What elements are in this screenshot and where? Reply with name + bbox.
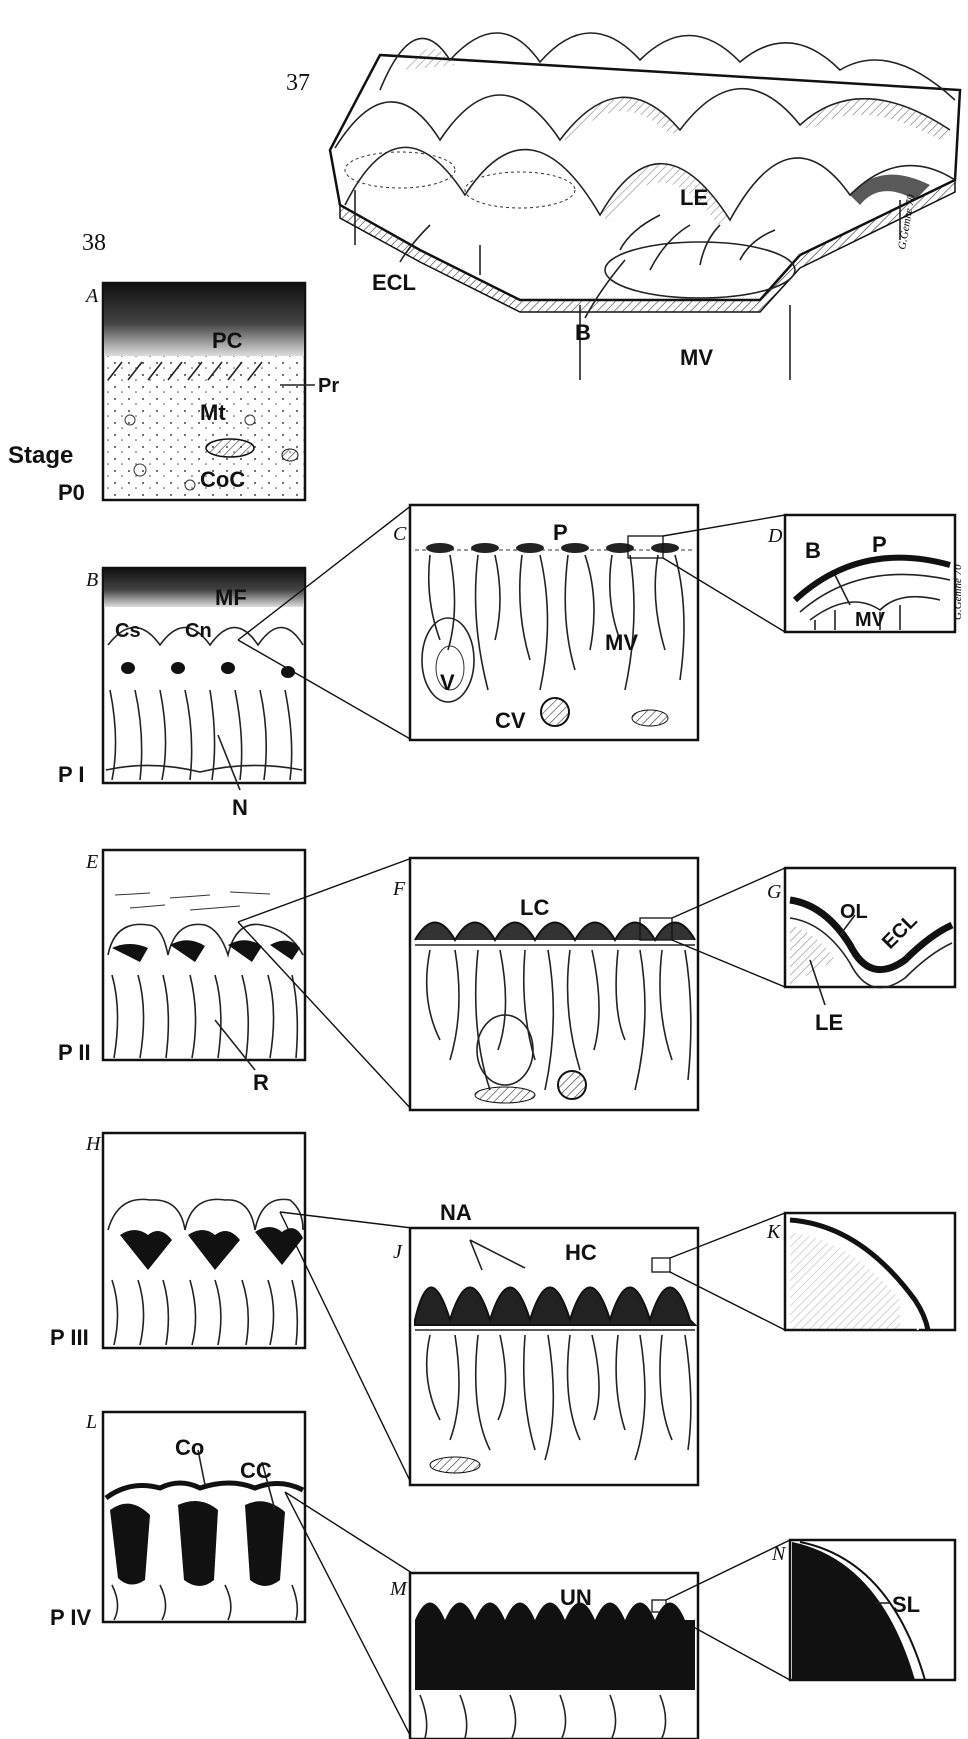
label-mv-c: MV (605, 630, 638, 655)
label-v: V (440, 670, 455, 695)
label-b-fig37: B (575, 320, 591, 345)
label-hc: HC (565, 1240, 597, 1265)
panel-letter-l: L (85, 1411, 97, 1433)
label-le-fig37: LE (680, 185, 708, 210)
label-r: R (253, 1070, 269, 1095)
panel-n (790, 1540, 955, 1680)
panel-letter-g: G (767, 881, 782, 903)
label-p-d: P (872, 532, 887, 557)
label-cc: CC (240, 1458, 272, 1483)
label-le-g: LE (815, 1010, 843, 1035)
label-co: Co (175, 1435, 204, 1460)
panel-letter-c: C (393, 523, 407, 545)
figure-38-number: 38 (82, 230, 106, 256)
label-p-c: P (553, 520, 568, 545)
label-cs: Cs (115, 620, 141, 642)
panel-e (103, 850, 305, 1070)
panel-k (785, 1213, 955, 1330)
figure-37-number: 37 (286, 70, 310, 96)
panel-m (410, 1573, 698, 1739)
label-mt: Mt (200, 400, 226, 425)
label-sl: SL (892, 1592, 920, 1617)
label-pr: Pr (318, 375, 339, 397)
label-cv: CV (495, 708, 526, 733)
panel-letter-k: K (766, 1221, 782, 1243)
stage-p4: P IV (50, 1605, 92, 1630)
panel-g (785, 868, 955, 1005)
panel-letter-b: B (86, 569, 98, 591)
stage-p1: P I (58, 762, 85, 787)
panel-letter-e: E (85, 851, 98, 873)
panel-f (410, 858, 698, 1110)
panel-letter-a: A (84, 285, 99, 307)
stage-p2: P II (58, 1040, 91, 1065)
panel-letter-h: H (85, 1133, 102, 1155)
label-mv-fig37: MV (680, 345, 713, 370)
panel-letter-f: F (392, 878, 406, 900)
figure-37-block (330, 33, 960, 380)
artist-signature-2: G.Gemne 70 (952, 564, 964, 620)
panel-letter-d: D (767, 525, 783, 547)
stage-title: Stage (8, 442, 73, 469)
label-mf: MF (215, 585, 247, 610)
panel-j (410, 1228, 698, 1485)
label-ecl-fig37: ECL (372, 270, 416, 295)
panel-letter-n: N (771, 1543, 787, 1565)
label-ol: OL (840, 901, 868, 923)
panel-b (103, 568, 305, 790)
panel-letter-j: J (393, 1241, 403, 1263)
stage-p3: P III (50, 1325, 89, 1350)
label-pc: PC (212, 328, 243, 353)
label-cn: Cn (185, 620, 212, 642)
label-b-d: B (805, 538, 821, 563)
label-na: NA (440, 1200, 472, 1225)
label-un: UN (560, 1585, 592, 1610)
label-lc: LC (520, 895, 549, 920)
label-n: N (232, 795, 248, 820)
label-mv-d: MV (855, 609, 886, 631)
label-coc: CoC (200, 467, 245, 492)
panel-letter-m: M (389, 1578, 408, 1600)
panel-h (103, 1133, 305, 1348)
stage-p0: P0 (58, 480, 85, 505)
